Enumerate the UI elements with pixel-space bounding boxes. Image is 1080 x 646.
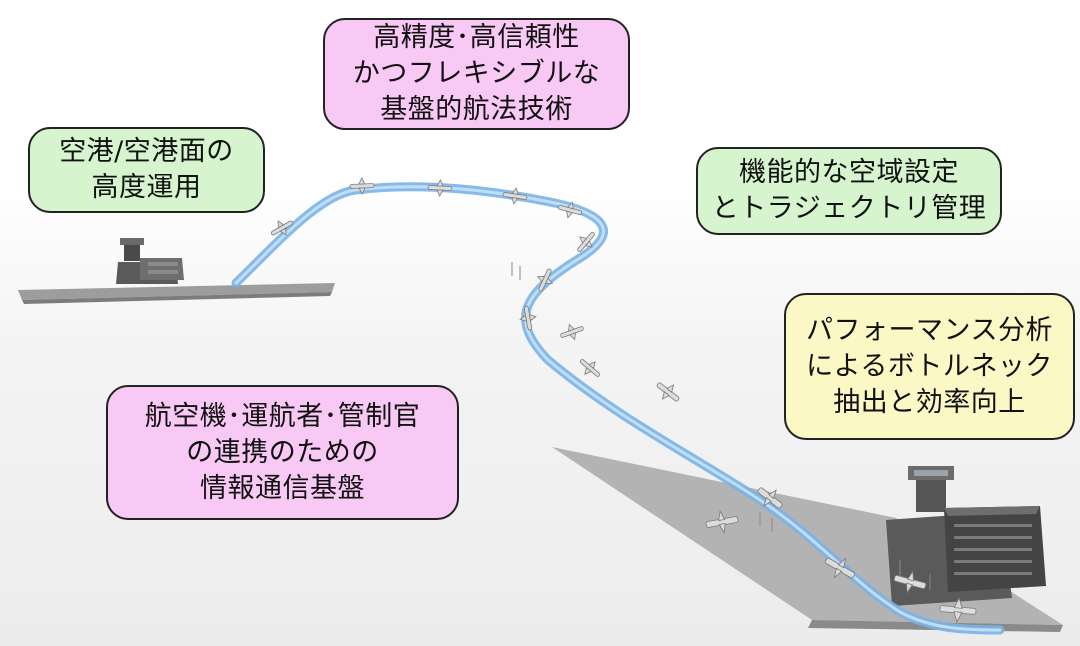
callout-line: パフォーマンス分析: [806, 314, 1053, 346]
departure-runway-shadow: [22, 292, 332, 304]
callout-line: 高度運用: [91, 172, 202, 203]
callout-line: の連携のための: [186, 436, 379, 468]
callout-line: 高精度･高信頼性: [373, 22, 580, 53]
aircraft-icon: [502, 187, 528, 205]
aircraft-icon: [893, 570, 927, 594]
aircraft-icon: [557, 201, 583, 219]
aircraft-icon: [656, 382, 680, 402]
aircraft-icon: [349, 177, 375, 195]
aircraft-icon: [824, 557, 856, 579]
aircraft-icon: [939, 596, 977, 624]
departure-runway: [18, 283, 335, 300]
aircraft-icon: [705, 509, 739, 535]
aircraft-icon: [536, 268, 554, 292]
callout-airspace-trajectory: 機能的な空域設定 とトラジェクトリ管理: [696, 147, 1002, 235]
aircraft-icon: [519, 305, 537, 331]
callout-line: とトラジェクトリ管理: [711, 193, 987, 224]
callout-line: によるボトルネック: [806, 350, 1053, 382]
aircraft-icon: [757, 487, 783, 509]
arrival-terminal: [886, 466, 1046, 606]
callout-line: 航空機･運航者･管制官: [144, 400, 421, 432]
callout-information-infrastructure: 航空機･運航者･管制官 の連携のための 情報通信基盤: [106, 385, 459, 520]
callout-airport-operations: 空港/空港面の 高度運用: [28, 127, 265, 213]
callout-line: 機能的な空域設定: [739, 157, 959, 188]
aircraft-icon: [270, 220, 294, 236]
aircraft-icon: [577, 231, 595, 253]
aircraft-icon: [560, 323, 584, 341]
callout-line: 抽出と効率向上: [833, 386, 1026, 418]
callout-line: 情報通信基盤: [200, 472, 365, 504]
callout-navigation-technology: 高精度･高信頼性 かつフレキシブルな 基盤的航法技術: [323, 18, 630, 130]
aircraft-group: [270, 177, 977, 624]
callout-line: かつフレキシブルな: [352, 58, 601, 89]
aircraft-icon: [579, 359, 601, 377]
callout-line: 基盤的航法技術: [380, 94, 573, 125]
callout-line: 空港/空港面の: [59, 136, 234, 167]
aircraft-icon: [427, 179, 453, 197]
trajectory-markers: [511, 262, 931, 590]
callout-performance-analysis: パフォーマンス分析 によるボトルネック 抽出と効率向上: [784, 293, 1075, 440]
departure-terminal: [116, 238, 184, 284]
